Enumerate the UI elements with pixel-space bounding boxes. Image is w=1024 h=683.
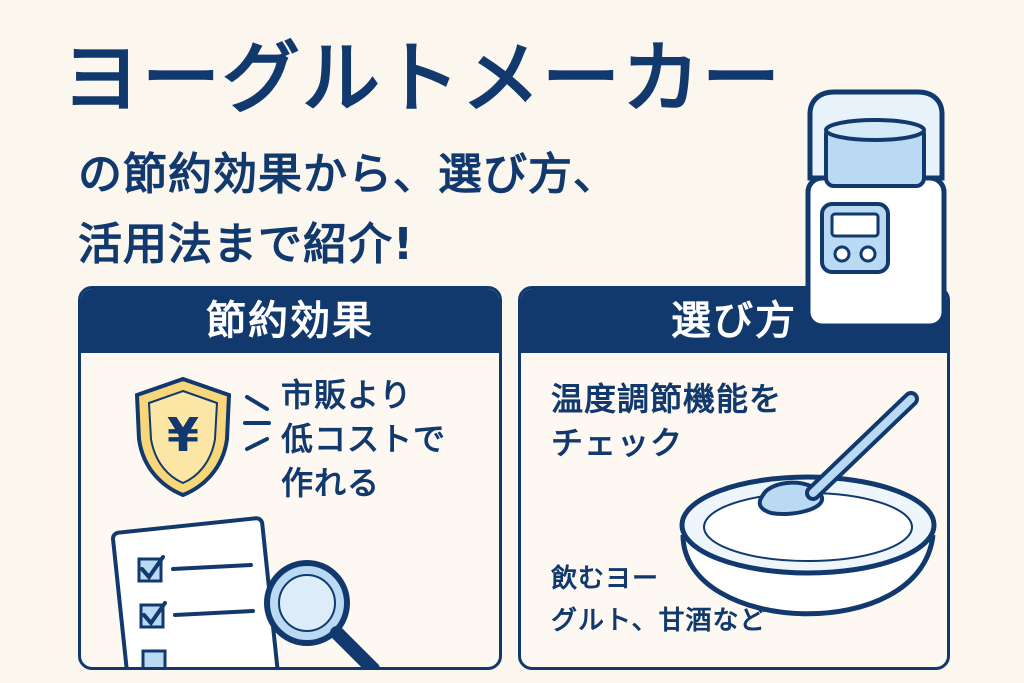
selection-text-line-3: 飲むヨー [551, 564, 660, 594]
selection-text-line-1: 温度調節機能を [551, 380, 783, 418]
selection-text-line-2: チェック [551, 424, 684, 462]
selection-text-line-4: グルト、甘酒など [551, 606, 767, 636]
savings-panel-header: 節約効果 [81, 289, 499, 353]
savings-text-line-1: 市販より [281, 376, 413, 414]
checklist-document-icon [111, 516, 281, 667]
yogurt-maker-icon [805, 89, 947, 329]
shield-yen-icon: ¥ [134, 376, 232, 498]
subtitle-line-2: 活用法まで紹介! [78, 219, 415, 270]
magnifier-icon [264, 560, 380, 667]
sparkle-lines-icon [243, 395, 271, 451]
savings-text-line-3: 作れる [281, 464, 381, 502]
yogurt-bowl-icon [679, 391, 937, 617]
savings-text-line-2: 低コストで [281, 420, 447, 458]
selection-panel: 選び方 温度調節機能を チェック 飲むヨー グルト、甘酒など [518, 286, 950, 670]
savings-panel: 節約効果 ¥ 市販より 低コストで 作れる [78, 286, 502, 670]
page-title: ヨーグルトメーカー [62, 34, 783, 124]
subtitle-line-1: の節約効果から、選び方、 [78, 149, 618, 200]
yen-symbol: ¥ [167, 408, 199, 462]
